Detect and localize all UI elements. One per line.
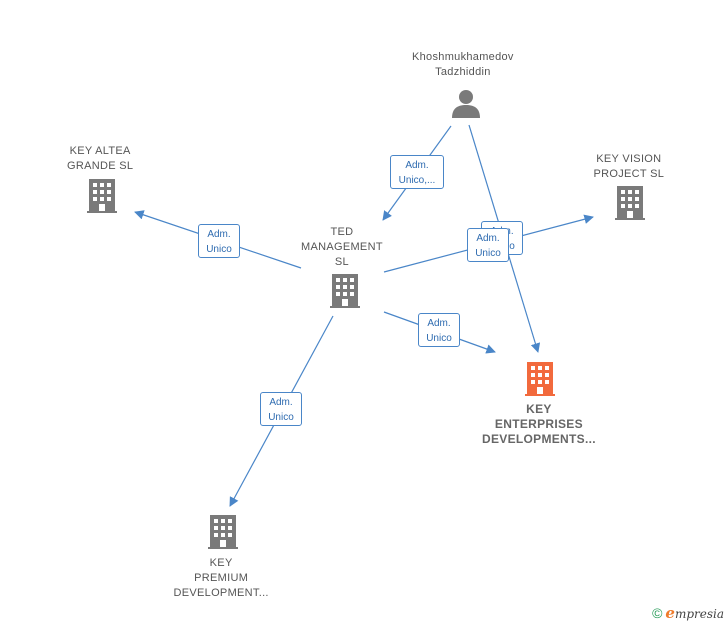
edge-label[interactable]: Adm. Unico xyxy=(198,224,240,258)
icons-layer xyxy=(87,90,645,549)
edge-label-line: Adm. xyxy=(207,229,231,240)
node-label-line: SL xyxy=(334,256,349,268)
node-label-line: DEVELOPMENT... xyxy=(173,587,269,599)
building-icon[interactable] xyxy=(330,274,360,308)
edge-label-line: Adm. xyxy=(476,233,500,244)
edge-label[interactable]: Adm. Unico xyxy=(260,392,302,426)
node-label-line: KEY ALTEA xyxy=(69,145,131,157)
edge-label-line: Unico xyxy=(426,333,452,344)
edge-label[interactable]: Adm. Unico xyxy=(418,313,460,347)
copyright-symbol: © xyxy=(652,605,663,621)
node-label-line: DEVELOPMENTS... xyxy=(482,432,596,446)
edge-label-line: Adm. xyxy=(427,318,451,329)
node-label-line: KEY xyxy=(526,402,552,416)
brand-name: mpresia xyxy=(674,607,724,621)
edge-label-line: Unico xyxy=(206,244,232,255)
edge-label-line: Adm. xyxy=(269,397,293,408)
node-label-line: Tadzhiddin xyxy=(435,66,491,78)
building-icon[interactable] xyxy=(208,515,238,549)
node-label-line: KEY VISION xyxy=(596,153,662,165)
node-label-line: PROJECT SL xyxy=(593,168,665,180)
node-label-ted-management[interactable]: TED MANAGEMENT SL xyxy=(301,225,383,270)
node-label-line: GRANDE SL xyxy=(67,160,134,172)
node-label-line: PREMIUM xyxy=(194,572,249,584)
brand-initial: e xyxy=(665,604,675,622)
edge-label-line: Adm. xyxy=(405,160,429,171)
node-label-key-premium[interactable]: KEY PREMIUM DEVELOPMENT... xyxy=(174,556,269,601)
building-icon[interactable] xyxy=(615,186,645,220)
node-label-key-altea[interactable]: KEY ALTEA GRANDE SL xyxy=(67,144,133,174)
edge-label-line: Unico,... xyxy=(398,175,436,186)
edge-label-line: Unico xyxy=(475,248,501,259)
node-label-key-vision[interactable]: KEY VISION PROJECT SL xyxy=(594,152,665,182)
building-icon[interactable] xyxy=(87,179,117,213)
brand-watermark[interactable]: ©empresia xyxy=(652,604,724,622)
node-label-line: MANAGEMENT xyxy=(301,241,383,253)
edges-layer xyxy=(134,124,594,507)
edge-label[interactable]: Adm. Unico,... xyxy=(390,155,444,189)
node-label-line: Khoshmukhamedov xyxy=(412,51,514,63)
node-label-line: ENTERPRISES xyxy=(494,417,583,431)
building-icon[interactable] xyxy=(525,362,555,396)
edge-label-line: Unico xyxy=(268,412,294,423)
person-icon[interactable] xyxy=(452,90,480,118)
node-label-line: TED xyxy=(330,226,354,238)
edge-label[interactable]: Adm. Unico xyxy=(467,228,509,262)
node-label-line: KEY xyxy=(209,557,233,569)
